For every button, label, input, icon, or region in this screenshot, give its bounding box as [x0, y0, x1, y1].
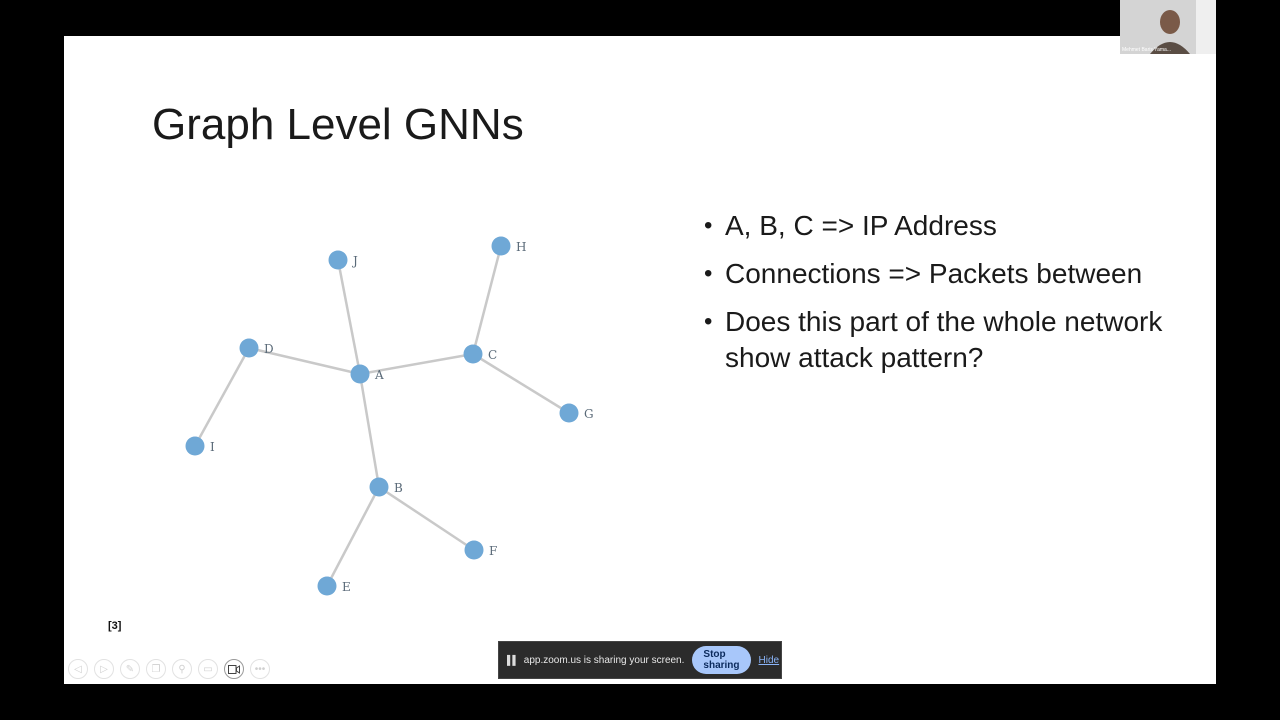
zoom-share-bar: ▌▌ app.zoom.us is sharing your screen. S…	[498, 641, 782, 679]
graph-node-g	[559, 403, 579, 423]
graph-edge	[325, 486, 381, 587]
bullet-item: Connections => Packets between	[704, 256, 1174, 292]
slide-title: Graph Level GNNs	[152, 100, 524, 149]
slideshow-toolbar: ◁ ▷ ✎ ❐ ⚲ ▭ •••	[68, 658, 270, 680]
graph-node-label: D	[264, 342, 274, 356]
hide-link[interactable]: Hide	[758, 654, 780, 666]
graph-node-label: B	[394, 481, 403, 495]
graph-node-j	[328, 250, 348, 270]
graph-nodes: J H D A C G I B F E	[185, 236, 594, 596]
graph-edge	[378, 485, 475, 552]
pen-icon[interactable]: ✎	[120, 659, 140, 679]
graph-node-label: J	[351, 254, 358, 268]
graph-edge	[193, 347, 251, 447]
graph-node-i	[185, 436, 205, 456]
graph-edge	[359, 352, 474, 376]
camera-glyph	[228, 664, 240, 674]
next-icon[interactable]: ▷	[94, 659, 114, 679]
graph-node-label: C	[488, 348, 497, 362]
graph-edge	[471, 245, 503, 355]
participant-video	[1120, 0, 1216, 54]
graph-node-d	[239, 338, 259, 358]
graph-node-f	[464, 540, 484, 560]
graph-edges	[193, 245, 570, 587]
graph-node-label: E	[342, 580, 351, 594]
more-icon[interactable]: •••	[250, 659, 270, 679]
pause-icon[interactable]: ▌▌	[507, 655, 519, 665]
graph-edge	[472, 352, 570, 415]
graph-node-h	[491, 236, 511, 256]
stop-sharing-button[interactable]: Stop sharing	[692, 646, 751, 674]
graph-node-c	[463, 344, 483, 364]
share-message: app.zoom.us is sharing your screen.	[523, 654, 685, 666]
presentation-slide: Graph Level GNNs J H D A C G I B F E A, B, C => I…	[64, 36, 1216, 684]
bullet-item: A, B, C => IP Address	[704, 208, 1174, 244]
graph-node-a	[350, 364, 370, 384]
webcam-thumbnail[interactable]: Mehmet Baris Yama...	[1120, 0, 1216, 54]
graph-node-e	[317, 576, 337, 596]
prev-icon[interactable]: ◁	[68, 659, 88, 679]
copy-icon[interactable]: ❐	[146, 659, 166, 679]
graph-node-label: I	[210, 440, 215, 454]
graph-node-label: G	[584, 407, 594, 421]
graph-edge	[358, 373, 381, 488]
graph-edge	[248, 346, 361, 376]
graph-edge	[336, 259, 362, 375]
citation: [3]	[108, 620, 122, 632]
graph-diagram: J H D A C G I B F E	[185, 236, 594, 596]
graph-node-label: F	[489, 544, 497, 558]
graph-node-label: A	[374, 368, 384, 382]
bullet-item: Does this part of the whole network show…	[704, 304, 1174, 376]
subtitle-icon[interactable]: ▭	[198, 659, 218, 679]
participant-name: Mehmet Baris Yama...	[1122, 47, 1171, 53]
bullet-list: A, B, C => IP Address Connections => Pac…	[704, 208, 1174, 388]
graph-node-b	[369, 477, 389, 497]
graph-node-label: H	[516, 240, 526, 254]
zoom-icon[interactable]: ⚲	[172, 659, 192, 679]
camera-icon[interactable]	[224, 659, 244, 679]
